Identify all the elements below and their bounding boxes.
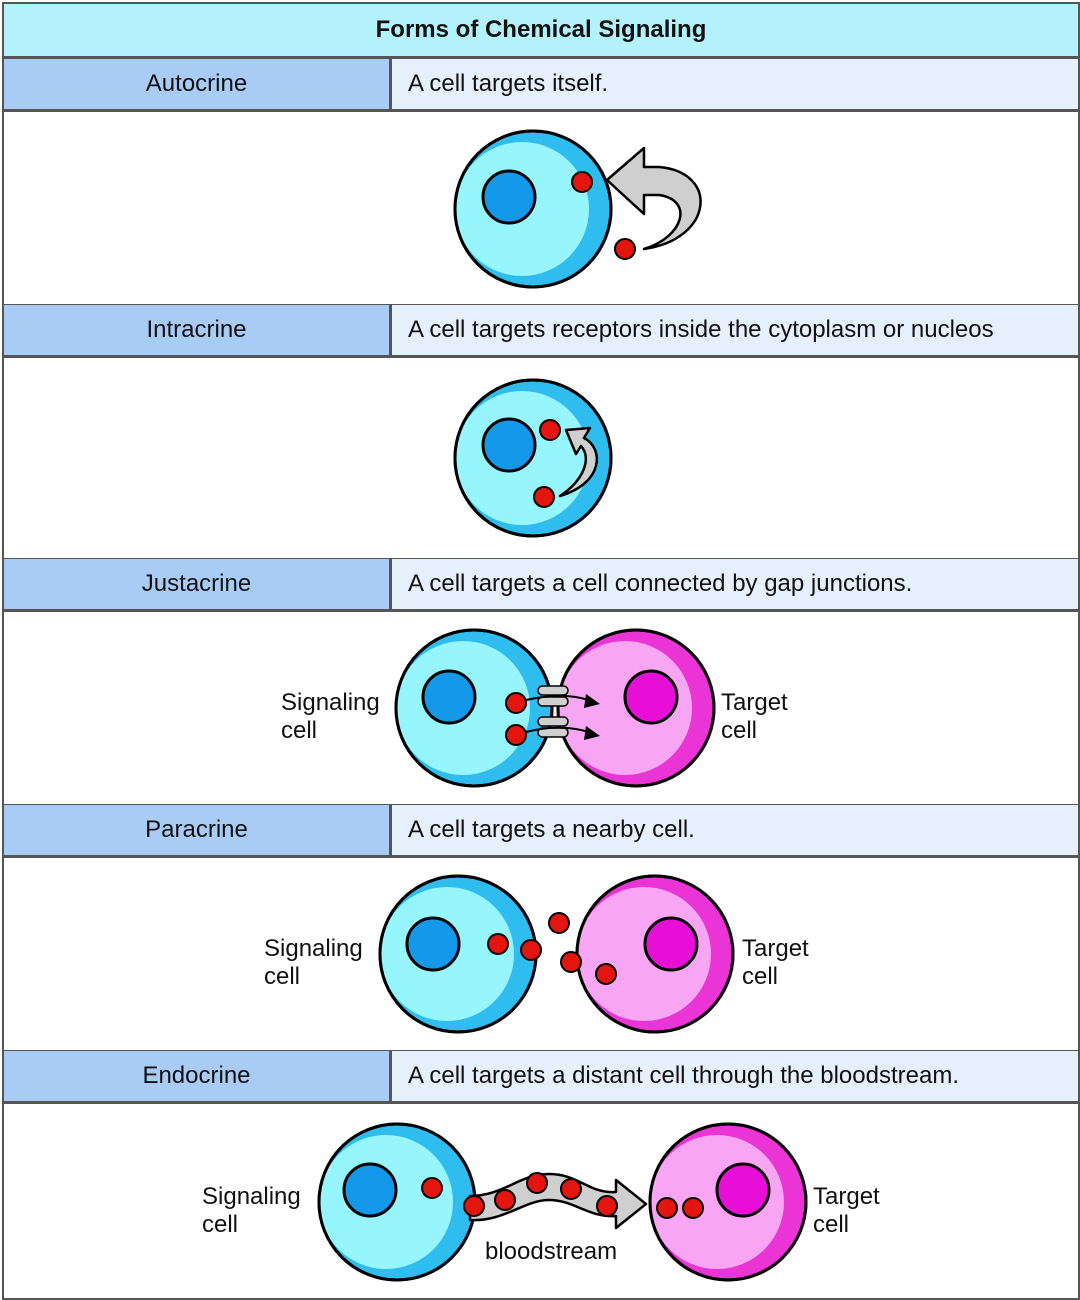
panel-justacrine: Signaling cell Target cell bbox=[4, 612, 1078, 807]
endocrine-target-label-line2: cell bbox=[813, 1211, 849, 1238]
justacrine-molecule-2 bbox=[505, 724, 527, 746]
paracrine-target-label-line1: Target bbox=[742, 935, 809, 962]
paracrine-molecule-3 bbox=[548, 912, 570, 934]
intracrine-curved-arrow bbox=[558, 426, 598, 498]
intracrine-molecule-1 bbox=[539, 419, 561, 441]
paracrine-diagram: Signaling cell Target cell bbox=[264, 874, 809, 1034]
paracrine-signaling-label-line1: Signaling bbox=[264, 935, 363, 962]
row-desc-justacrine: A cell targets a cell connected by gap j… bbox=[392, 559, 1078, 609]
justacrine-target-nucleus bbox=[623, 669, 679, 725]
endocrine-molecule-7 bbox=[656, 1197, 678, 1219]
row-header-justacrine: Justacrine A cell targets a cell connect… bbox=[4, 559, 1078, 612]
gap-junction-upper bbox=[537, 685, 569, 707]
justacrine-signaling-label-line2: cell bbox=[281, 717, 317, 744]
panel-endocrine: bloodstream Signaling cell Target cell bbox=[4, 1104, 1078, 1298]
justacrine-diagram: Signaling cell Target cell bbox=[281, 628, 788, 788]
paracrine-target-label-line2: cell bbox=[742, 963, 778, 990]
paracrine-molecule-1 bbox=[487, 933, 509, 955]
endocrine-signaling-label-line2: cell bbox=[202, 1211, 238, 1238]
endocrine-target-label-line1: Target bbox=[813, 1183, 880, 1210]
autocrine-nucleus bbox=[481, 169, 537, 225]
justacrine-target-label-line1: Target bbox=[721, 689, 788, 716]
justacrine-signaling-nucleus bbox=[421, 669, 477, 725]
intracrine-nucleus bbox=[481, 417, 537, 473]
justacrine-signaling-label-line1: Signaling bbox=[281, 689, 380, 716]
endocrine-diagram: bloodstream Signaling cell Target cell bbox=[202, 1122, 880, 1282]
endocrine-molecule-2 bbox=[463, 1195, 485, 1217]
row-name-autocrine: Autocrine bbox=[4, 59, 392, 109]
justacrine-molecule-1 bbox=[505, 692, 527, 714]
justacrine-arrowhead-lower bbox=[584, 726, 600, 740]
row-header-autocrine: Autocrine A cell targets itself. bbox=[4, 59, 1078, 112]
justacrine-target-label-line2: cell bbox=[721, 717, 757, 744]
row-desc-endocrine: A cell targets a distant cell through th… bbox=[392, 1051, 1078, 1101]
autocrine-molecule-1 bbox=[571, 171, 593, 193]
panel-paracrine: Signaling cell Target cell bbox=[4, 858, 1078, 1053]
endocrine-signaling-label-line1: Signaling bbox=[202, 1183, 301, 1210]
endocrine-molecule-6 bbox=[596, 1195, 618, 1217]
endocrine-molecule-5 bbox=[560, 1178, 582, 1200]
paracrine-molecule-5 bbox=[595, 963, 617, 985]
row-header-endocrine: Endocrine A cell targets a distant cell … bbox=[4, 1051, 1078, 1104]
paracrine-signaling-nucleus bbox=[405, 916, 461, 972]
row-header-paracrine: Paracrine A cell targets a nearby cell. bbox=[4, 805, 1078, 858]
row-desc-paracrine: A cell targets a nearby cell. bbox=[392, 805, 1078, 855]
row-name-justacrine: Justacrine bbox=[4, 559, 392, 609]
justacrine-arrowhead-upper bbox=[584, 694, 600, 708]
row-name-paracrine: Paracrine bbox=[4, 805, 392, 855]
autocrine-diagram bbox=[453, 129, 702, 289]
panel-autocrine bbox=[4, 112, 1078, 307]
panel-intracrine bbox=[4, 358, 1078, 561]
endocrine-molecule-8 bbox=[682, 1197, 704, 1219]
endocrine-target-nucleus bbox=[715, 1162, 771, 1218]
intracrine-molecule-2 bbox=[533, 486, 555, 508]
autocrine-molecule-2 bbox=[614, 238, 636, 260]
row-header-intracrine: Intracrine A cell targets receptors insi… bbox=[4, 305, 1078, 358]
endocrine-signaling-cell bbox=[317, 1122, 477, 1282]
gap-junction-lower bbox=[537, 716, 569, 738]
endocrine-signaling-nucleus bbox=[342, 1162, 398, 1218]
paracrine-target-nucleus bbox=[643, 916, 699, 972]
row-name-endocrine: Endocrine bbox=[4, 1051, 392, 1101]
row-name-intracrine: Intracrine bbox=[4, 305, 392, 355]
endocrine-molecule-1 bbox=[421, 1177, 443, 1199]
bloodstream-label: bloodstream bbox=[485, 1238, 617, 1265]
paracrine-molecule-2 bbox=[520, 939, 542, 961]
row-desc-autocrine: A cell targets itself. bbox=[392, 59, 1078, 109]
justacrine-arrow-lower bbox=[525, 726, 590, 733]
row-desc-intracrine: A cell targets receptors inside the cyto… bbox=[392, 305, 1078, 355]
autocrine-curved-arrow bbox=[605, 146, 702, 251]
justacrine-arrow-upper bbox=[525, 694, 590, 701]
table-title: Forms of Chemical Signaling bbox=[4, 4, 1078, 59]
endocrine-molecule-4 bbox=[526, 1172, 548, 1194]
endocrine-molecule-3 bbox=[494, 1189, 516, 1211]
intracrine-diagram bbox=[453, 378, 613, 538]
paracrine-signaling-label-line2: cell bbox=[264, 963, 300, 990]
paracrine-molecule-4 bbox=[560, 951, 582, 973]
